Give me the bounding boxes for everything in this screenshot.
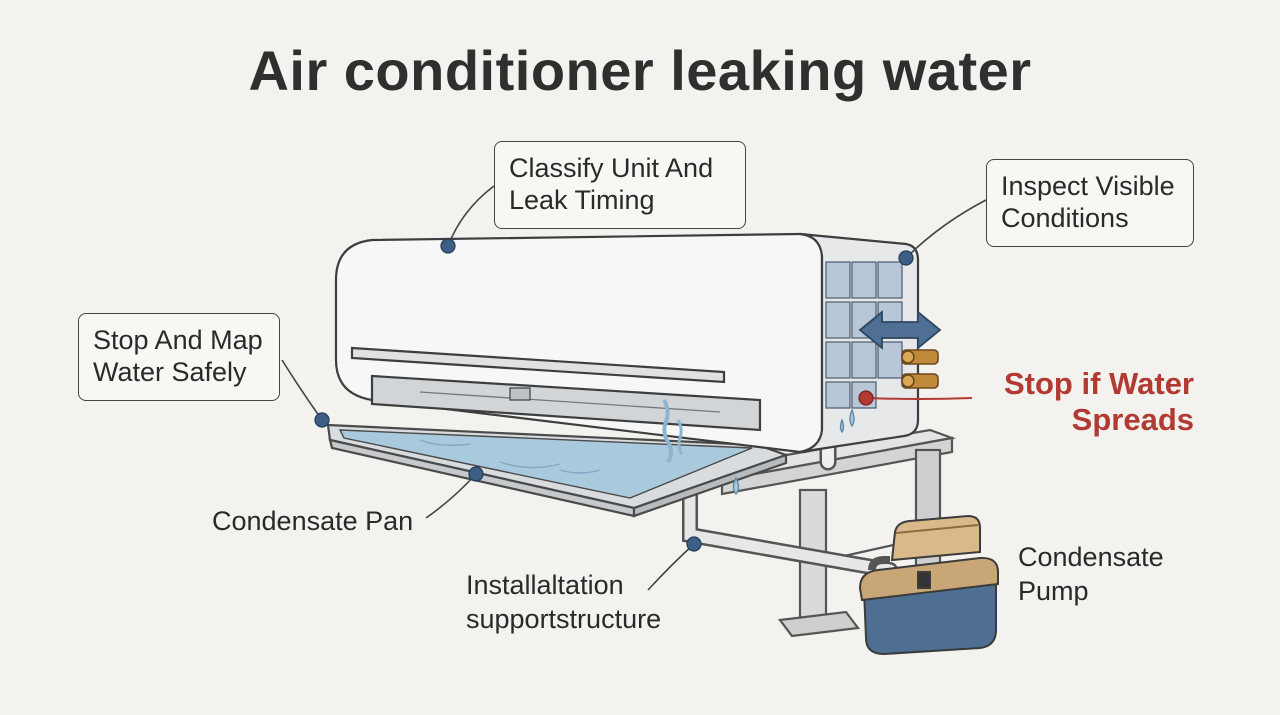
label-line: Classify Unit And	[509, 153, 714, 183]
marker-warning	[858, 390, 874, 406]
label-line: Stop And Map	[93, 325, 263, 355]
label-line: Water Safely	[93, 357, 247, 387]
bidirectional-arrow-icon	[858, 310, 942, 350]
water-drip-icon	[662, 398, 855, 496]
label-line: Pump	[1018, 576, 1089, 606]
indoor-ac-unit	[334, 232, 920, 454]
marker-inspect	[898, 250, 914, 266]
warning-line: Stop if Water	[1003, 366, 1194, 401]
label-line: Condensate	[1018, 542, 1164, 572]
marker-stop-map	[314, 412, 330, 428]
refrigerant-connectors	[901, 349, 939, 389]
label-line: Leak Timing	[509, 185, 655, 215]
condensate-pump	[858, 514, 999, 656]
marker-installation	[686, 536, 702, 552]
label-condensate-pan: Condensate Pan	[212, 506, 414, 536]
page-title: Air conditioner leaking water	[248, 39, 1032, 102]
label-condensate-pump: Condensate Pump	[1018, 540, 1164, 608]
label-classify-unit: Classify Unit And Leak Timing	[494, 141, 746, 229]
label-line: Inspect Visible	[1001, 171, 1175, 201]
label-inspect-visible: Inspect Visible Conditions	[986, 159, 1194, 247]
marker-pan	[468, 466, 484, 482]
callout-markers	[314, 238, 914, 552]
marker-classify	[440, 238, 456, 254]
label-installation-support: Installaltation supportstructure	[466, 568, 661, 636]
warning-line: Spreads	[1071, 402, 1194, 437]
label-line: Conditions	[1001, 203, 1129, 233]
label-stop-and-map: Stop And Map Water Safely	[78, 313, 280, 401]
label-line: supportstructure	[466, 604, 662, 634]
label-line: Installaltation	[466, 570, 624, 600]
warning-stop-if-water-spreads: Stop if Water Spreads	[966, 366, 1194, 438]
